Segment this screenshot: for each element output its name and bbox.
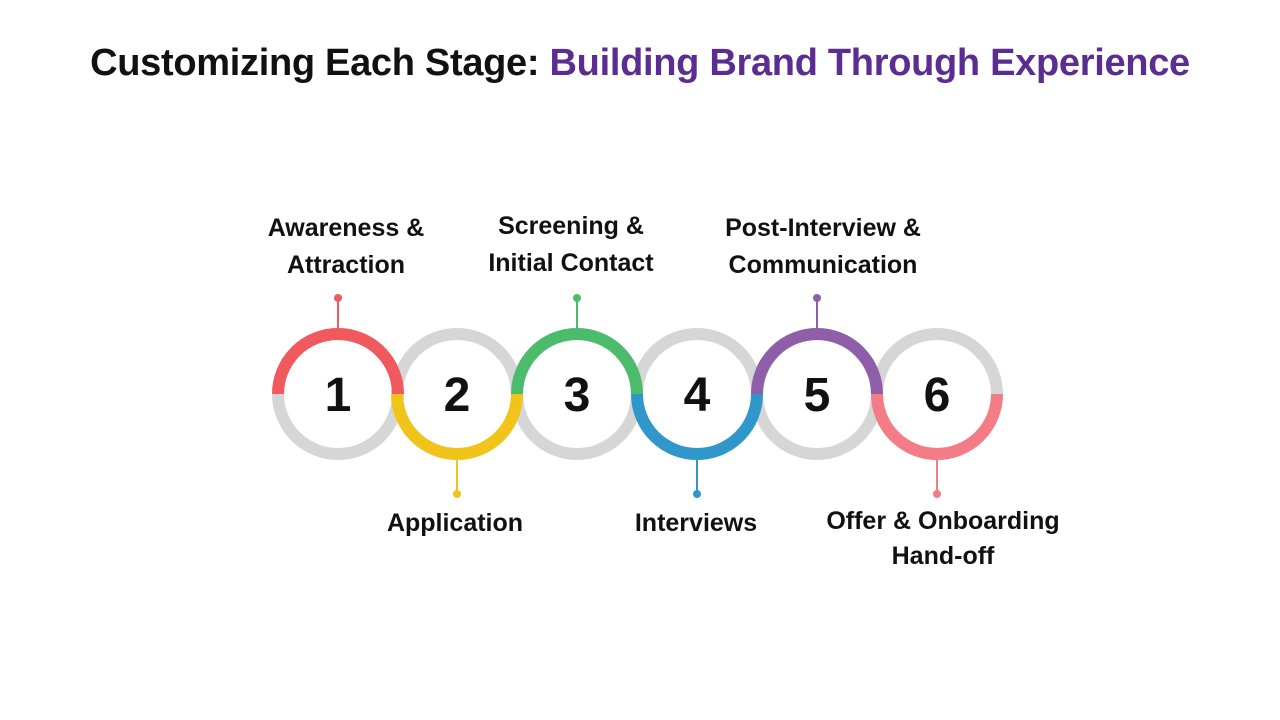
stage-4-label: Interviews (634, 509, 758, 537)
stage-5-number: 5 (804, 369, 831, 422)
stage-2-label: Application (386, 509, 524, 537)
stage-4-number: 4 (684, 369, 711, 422)
stage-1-number: 1 (325, 369, 352, 422)
stage-1-label: Awareness & Attraction (267, 214, 425, 279)
stage-5-dot (813, 294, 821, 302)
stage-6-label: Offer & Onboarding Hand-off (826, 507, 1060, 570)
stage-4-dot (693, 490, 701, 498)
stage-3-label: Screening & Initial Contact (488, 212, 654, 277)
stage-4-arc (631, 393, 763, 460)
stage-3-arc (511, 328, 643, 395)
stage-6-arc (871, 393, 1003, 460)
stage-2-number: 2 (444, 369, 471, 422)
stage-5-arc (751, 328, 883, 395)
stage-6-dot (933, 490, 941, 498)
stage-2-arc (391, 393, 523, 460)
stage-5-label: Post-Interview & Communication (725, 214, 921, 279)
page-title: Customizing Each Stage: Building Brand T… (0, 42, 1280, 85)
stage-1-dot (334, 294, 342, 302)
title-accent: Building Brand Through Experience (549, 42, 1191, 84)
stage-3-dot (573, 294, 581, 302)
stage-6-number: 6 (924, 369, 951, 422)
stage-3-number: 3 (564, 369, 591, 422)
title-prefix: Customizing Each Stage: (90, 42, 550, 84)
stage-1-arc (272, 328, 404, 395)
stage-2-dot (453, 490, 461, 498)
